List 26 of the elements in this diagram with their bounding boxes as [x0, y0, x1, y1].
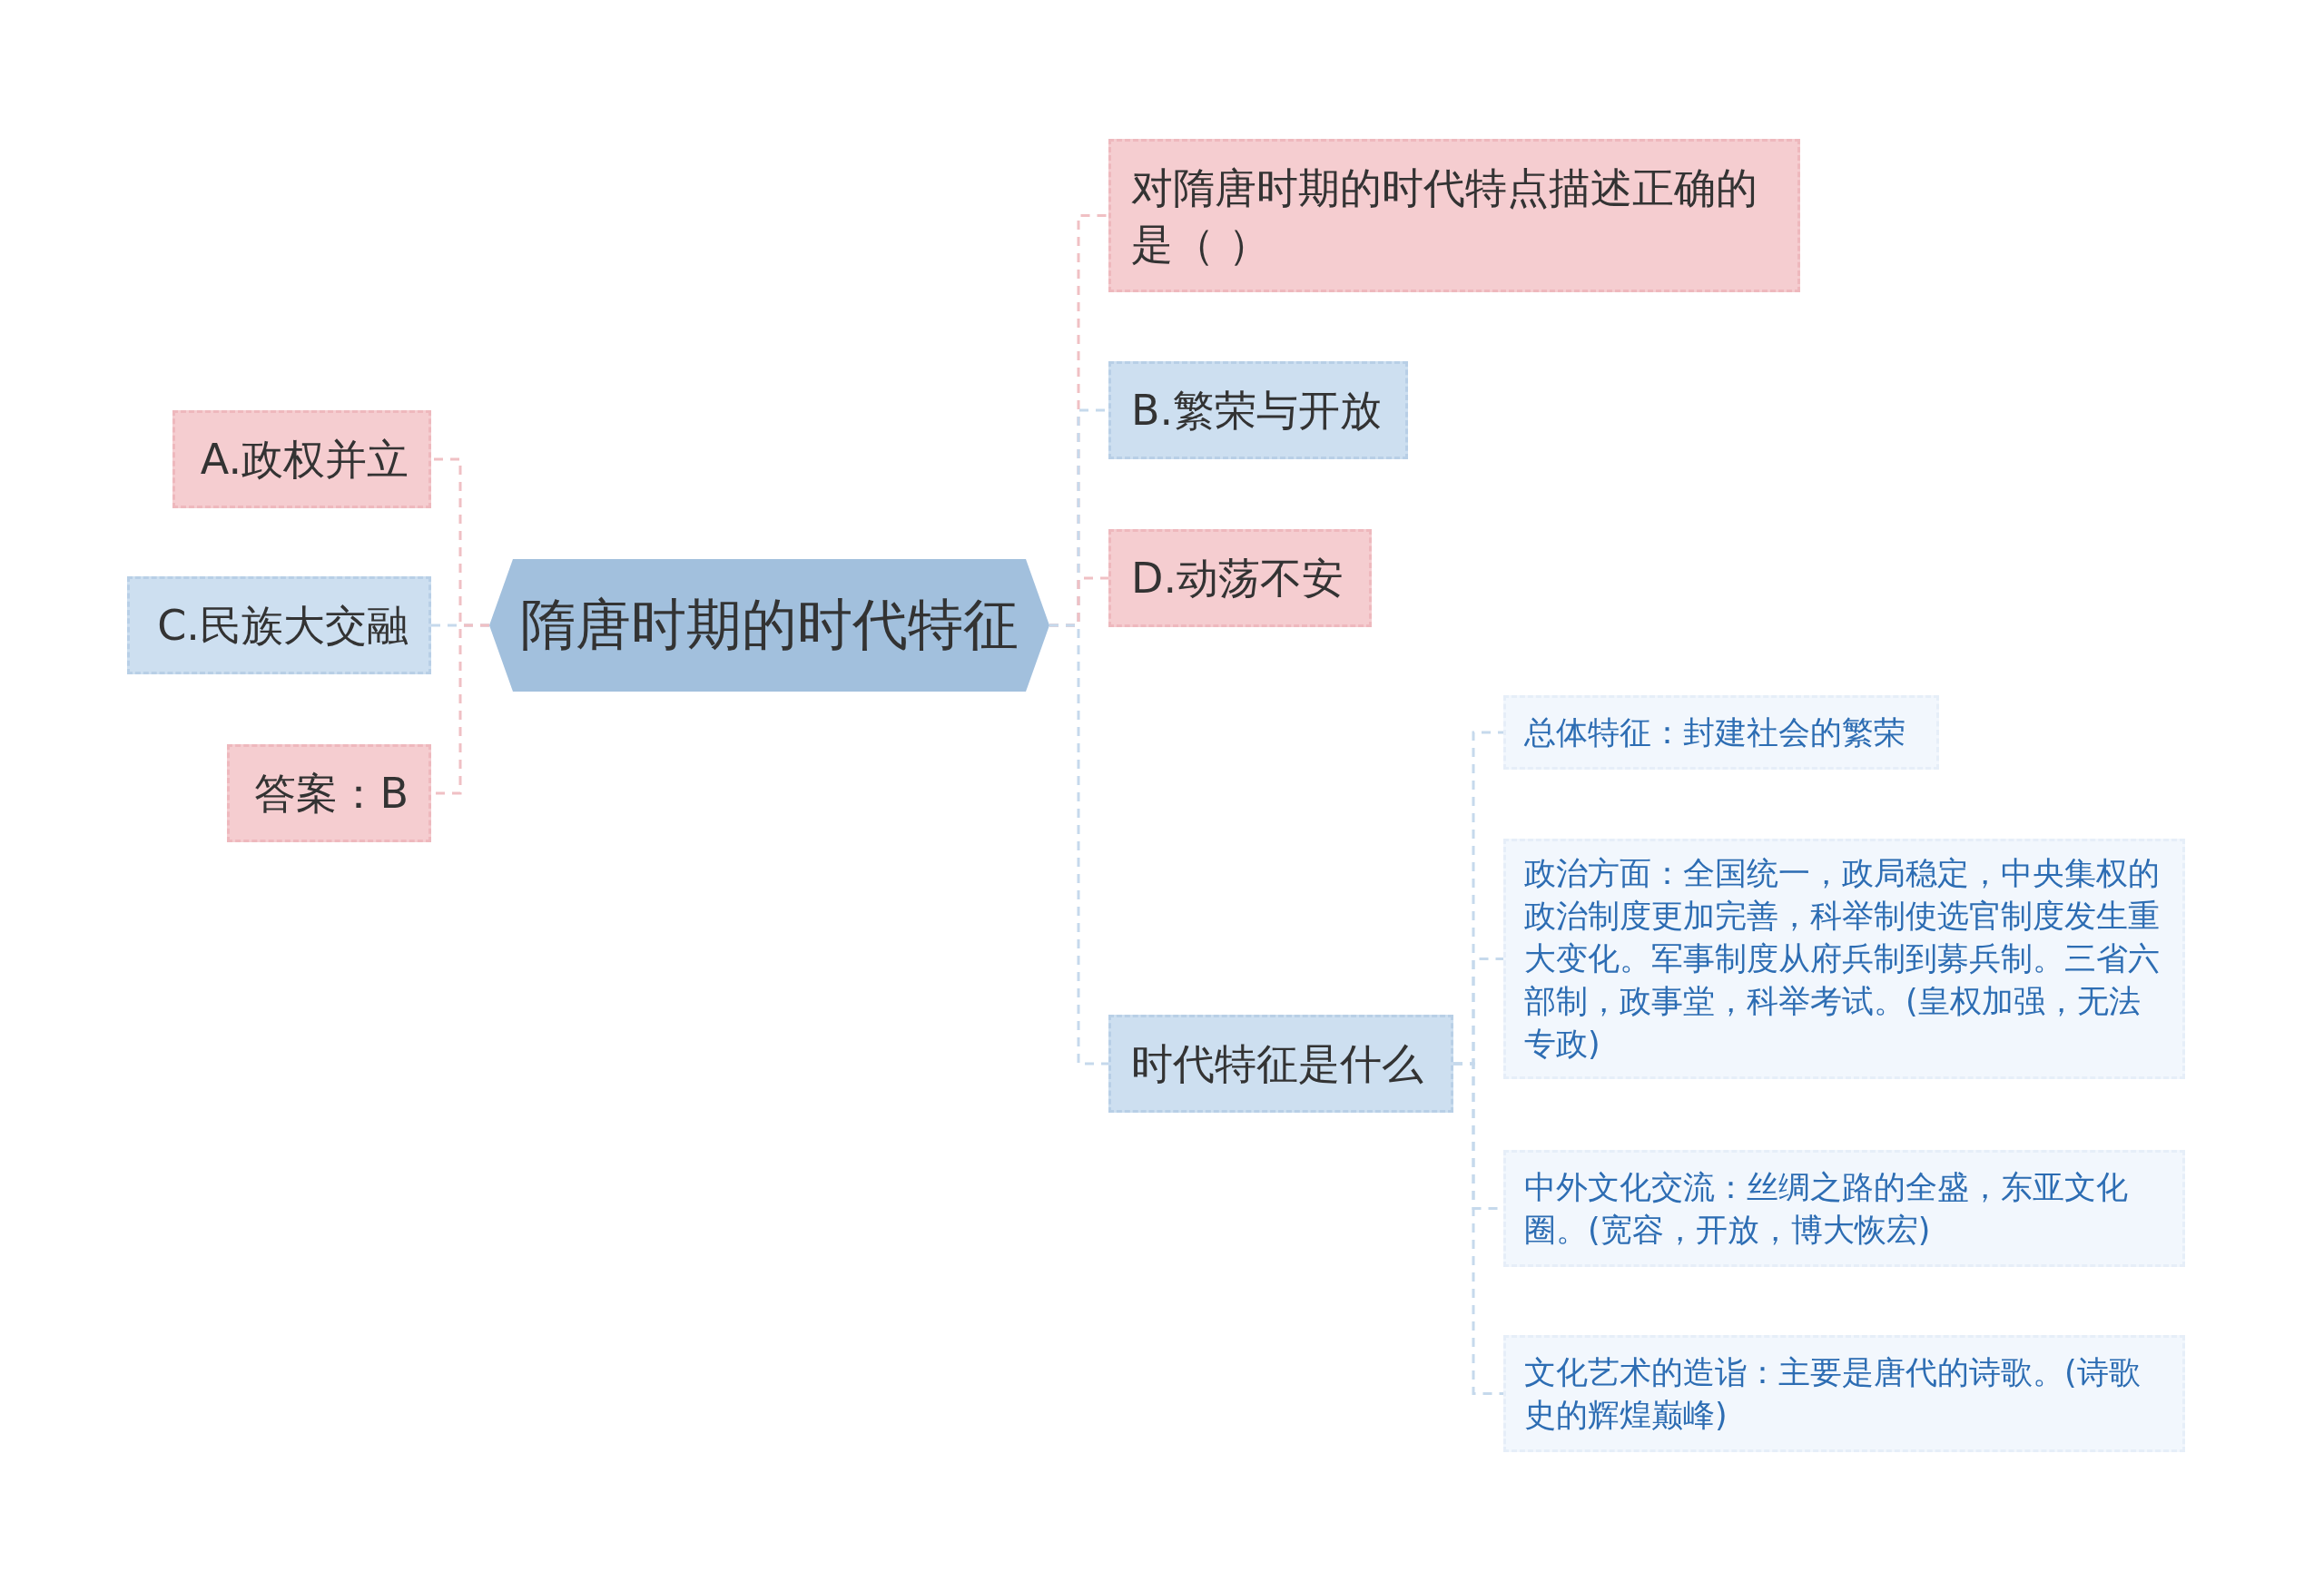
node-text: C.民族大交融: [157, 600, 409, 652]
topic-box: [227, 744, 431, 842]
node-text: 中外文化交流：丝绸之路的全盛，东亚文化圈。(宽容，开放，博大恢宏): [1524, 1167, 2129, 1250]
node-text: 对隋唐时期的时代特点描述正确的是（ ）: [1131, 162, 1758, 270]
node-text: 时代特征是什么: [1131, 1038, 1423, 1090]
topic-box: [1108, 529, 1372, 627]
topic-box: [1503, 839, 2185, 1079]
topic-box: [1503, 1335, 2185, 1452]
node-text: A.政权并立: [200, 434, 409, 486]
topic-box: [1108, 1015, 1453, 1113]
node-text: 隋唐时期的时代特征: [520, 591, 1019, 658]
connector-line: [1049, 624, 1108, 1066]
topic-box: [127, 576, 431, 674]
node-text: 文化艺术的造诣：主要是唐代的诗歌。(诗歌史的辉煌巅峰): [1524, 1352, 2142, 1435]
node-text: 答案：B: [254, 768, 409, 820]
topic-hexagon: [489, 559, 1049, 692]
topic-box: [1108, 361, 1408, 459]
node-text: 总体特征：封建社会的繁荣: [1524, 712, 1905, 752]
topic-box: [1108, 139, 1800, 292]
connector-line: [1453, 1062, 1503, 1395]
topic-box: [172, 410, 431, 508]
node-text: D.动荡不安: [1131, 553, 1344, 604]
node-text: 政治方面：全国统一，政局稳定，中央集权的政治制度更加完善，科举制使选官制度发生重大变化。军事制度从府兵制到募兵制。三省六部制，政事堂，科举考试。(皇权加强，无法专政): [1524, 854, 2161, 1064]
topic-box: [1503, 695, 1939, 770]
node-text: B.繁荣与开放: [1131, 385, 1383, 437]
topic-box: [1503, 1150, 2185, 1267]
